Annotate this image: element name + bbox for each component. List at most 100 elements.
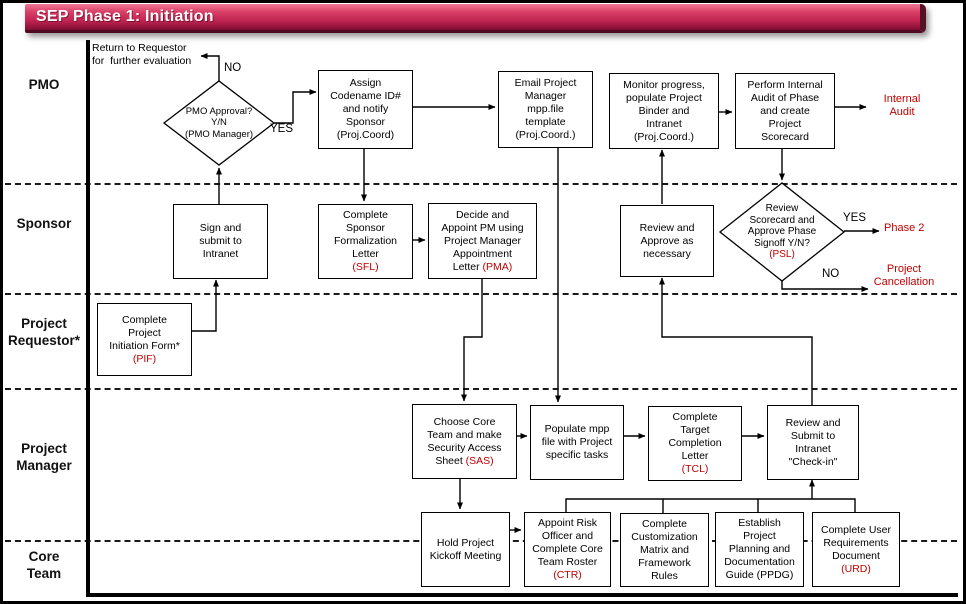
text-line: Planning and: [728, 543, 791, 555]
yes-right-label: YES: [843, 212, 877, 225]
text-line: necessary: [643, 247, 691, 260]
text-line: Review and: [785, 416, 841, 429]
text-line: Intranet: [646, 117, 682, 130]
text-line: Security Access: [427, 441, 502, 454]
no-right-label: NO: [822, 268, 852, 281]
text-line: Framework: [638, 556, 691, 569]
decision-pmo-approval: PMO Approval?Y/N(PMO Manager): [164, 81, 274, 165]
text-line: Team: [26, 566, 62, 581]
text-line: Binder and: [638, 104, 690, 117]
text-line: Approve as: [640, 234, 694, 247]
text-line: Hold Project: [436, 536, 495, 549]
text-line: Cancellation: [873, 276, 935, 288]
text-line: Codename ID#: [330, 90, 401, 102]
text-line: Requestor*: [7, 333, 80, 348]
text-line: file with Project: [541, 436, 613, 448]
edge-approval-no-return: [200, 53, 220, 81]
text-line: YES: [270, 123, 294, 135]
text-line: Internal: [883, 93, 921, 105]
text-line: (Proj.Coord.): [633, 130, 695, 143]
text-line: Formalization: [333, 235, 398, 247]
text-line: Sheet (SAS): [435, 454, 494, 467]
text-line: (Proj.Coord.): [515, 129, 576, 141]
text-line: Project: [886, 263, 922, 275]
text-line: NO: [822, 268, 840, 280]
text-line: YES: [843, 212, 867, 224]
lane-divider-2: [5, 293, 957, 295]
text-line: Scorecard and: [749, 214, 815, 226]
text-line: Complete: [122, 313, 167, 326]
text-line: Letter: [352, 248, 379, 260]
lane-label-pmo: PMO: [4, 76, 84, 93]
text-line: Documentation: [724, 556, 795, 568]
text-line: Sponsor: [345, 222, 386, 234]
text-line: (SFL): [352, 261, 379, 273]
text-line: Requirements: [823, 536, 889, 549]
text-line: Core: [28, 549, 60, 564]
text-line: (Proj.Coord): [336, 129, 395, 141]
text-line: Intranet: [795, 442, 831, 455]
phase-2-label: Phase 2: [884, 222, 944, 235]
text-line: (TCL): [681, 463, 709, 475]
lane-divider-1: [5, 183, 957, 185]
text-line: Submit to: [790, 429, 836, 442]
text-line: Team and make: [427, 428, 502, 441]
text-line: Document: [832, 549, 880, 562]
text-line: Guide (PPDG): [725, 569, 794, 581]
text-line: Phase 2: [884, 222, 925, 234]
text-line: Appoint PM using: [441, 221, 524, 234]
text-line: Kickoff Meeting: [429, 549, 502, 562]
text-line: (PSL): [769, 249, 795, 261]
text-line: Perform Internal: [747, 78, 823, 91]
page-title: SEP Phase 1: Initiation: [36, 8, 214, 25]
text-line: Project Manager: [443, 234, 522, 247]
text-line: Intranet: [202, 248, 239, 260]
no-top-label: NO: [224, 62, 254, 75]
text-line: Project: [743, 530, 776, 542]
text-line: Initiation Form*: [109, 339, 180, 352]
text-line: Complete: [672, 411, 718, 423]
text-line: NO: [224, 62, 242, 74]
lane-label-sponsor: Sponsor: [4, 215, 84, 232]
text-line: Approve Phase: [747, 226, 817, 238]
text-line: "Check-in": [788, 455, 838, 468]
text-line: (PMO Manager): [184, 128, 254, 140]
text-line: submit to: [199, 235, 242, 247]
text-line: Scorecard: [761, 130, 809, 143]
lane-divider-3: [5, 388, 957, 390]
text-line: Project: [21, 441, 67, 456]
edge-reviewsubmit-to-reviewapprove: [659, 277, 813, 405]
text-line: Officer and: [541, 530, 594, 542]
text-line: PMO Approval?: [185, 105, 253, 117]
text-line: Target: [680, 424, 710, 436]
text-line: Project: [768, 117, 802, 130]
text-line: Complete Core: [532, 543, 603, 555]
text-line: Letter: [681, 450, 709, 462]
text-line: Y/N: [211, 117, 227, 129]
text-line: Rules: [651, 569, 678, 582]
text-line: Email Project: [514, 77, 577, 89]
lane-axis-bottom: [86, 593, 958, 597]
